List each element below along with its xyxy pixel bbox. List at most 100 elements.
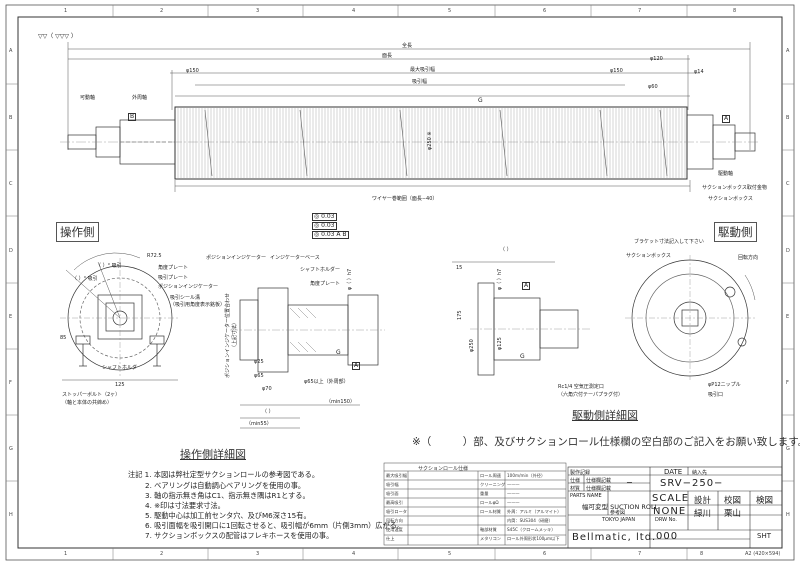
op-tip-plate: 角度プレート (158, 265, 189, 271)
note-line: 注記 1. 本図は弊社定型サクションロールの参考図である。 (128, 470, 320, 479)
tb-row-spec: 仕様 (570, 478, 581, 484)
tb-design-label: 設計 (694, 496, 712, 506)
note-line: 3. 軸の指示無き角はC1、指示無き隅はR1とする。 (145, 491, 310, 500)
spec-cell: 仕上 (386, 536, 395, 541)
tolerance-2: ◎ 0.03 (312, 222, 337, 230)
spec-cell: 最大吸引幅 (386, 473, 407, 478)
spec-cell: クリーニング (480, 482, 506, 487)
op-datum-g: G (336, 349, 341, 356)
col-label: 7 (638, 8, 642, 14)
spec-cell: 吸引ロータ (386, 509, 407, 514)
op-shaft-holder-2: シャフトホルダー (300, 267, 341, 273)
datum-b: B (128, 113, 137, 121)
label-outer-tube: 外周軸 (132, 95, 148, 101)
tb-dash: − (626, 478, 633, 487)
spec-cell: 内筒：SUS304（研磨） (507, 518, 553, 523)
label-drive-shaft: 駆動軸 (718, 171, 734, 177)
drv-pressure-port: 吸引口 (708, 392, 724, 398)
dim-roll-dia: φ250 ※ (427, 131, 433, 150)
col-label: 2 (160, 8, 164, 14)
tolerance-3: ◎ 0.03 A B (312, 231, 349, 239)
datum-g: G (478, 97, 483, 104)
drive-side-detail-title: 駆動側詳細図 (572, 409, 638, 422)
op-angle-plate-2: 角度プレート (310, 281, 341, 287)
dim-wire-range: ワイヤー巻範囲（面長−40） (372, 196, 438, 202)
spec-cell: 外周：アルミ（アルマイト） (507, 509, 562, 514)
dim-suction-width: 吸引幅 (412, 79, 428, 85)
dim-dia-150-left: φ150 (186, 68, 199, 74)
note-line: 5. 駆動中心は加工前センタ穴、及びM6深さ15有。 (145, 511, 311, 520)
inner-frame (17, 16, 783, 549)
col-label: 3 (256, 8, 260, 14)
spec-cell: 吸引面 (386, 491, 399, 496)
drv-rotation-dir: 回転方向 (738, 255, 759, 261)
op-angle-b: （ ）° 吸引 (72, 276, 98, 282)
note-line: 6. 吸引面幅を吸引開口に1回転させると、吸引幅が6mm（片側3mm）広がる。 (145, 521, 405, 530)
op-datum-a: A (352, 362, 361, 370)
op-indicator-plate: 吸引プレート (158, 275, 189, 281)
tb-dwg-no-label: DRW No. (655, 517, 677, 523)
tb-parts-name: 幅可変型 SUCTION ROLL (582, 503, 659, 511)
tb-check-val: 栗山 (724, 509, 742, 519)
sheet-size: A2 (420×594) (745, 551, 781, 557)
row-label: D (9, 248, 13, 254)
op-r725: R72.5 (147, 253, 162, 259)
op-min-150: （min150） (326, 399, 355, 405)
drv-dia-125: φ125 (497, 337, 503, 350)
col-label: 6 (543, 551, 547, 557)
row-label: D (786, 248, 790, 254)
request-note: ※（ ）部、及びサクションロール仕様欄の空白部のご記入をお願い致します。 (412, 436, 800, 448)
spec-cell: 回転方向 (386, 518, 403, 523)
col-label: 4 (352, 8, 356, 14)
op-dim-125: 125 (115, 382, 125, 388)
dim-dia-120: φ120 (650, 56, 663, 62)
spec-cell: 吸引幅 (386, 482, 399, 487)
tb-sheet-label: SHT (757, 532, 771, 540)
op-dia-shaft: φ（ ）h7 (347, 268, 353, 290)
drv-dia-250: φ250 (469, 339, 475, 352)
col-label: 1 (64, 551, 68, 557)
drive-side-label: 駆動側 (714, 222, 757, 242)
op-arc-note: （吸引用角度表示銘板） (170, 302, 226, 308)
row-label: C (786, 181, 790, 187)
spec-table-title: サクションロール仕様 (418, 466, 469, 472)
op-arc-scale: 吸引シール溝 (170, 295, 201, 301)
drv-paren: （ ） (500, 247, 512, 253)
col-label: 3 (256, 551, 260, 557)
op-side-note-a: ポジションインジケーター位置合わせ (225, 292, 231, 378)
dim-dia-150-right: φ150 (610, 68, 623, 74)
spec-cell: S45C（クロームメッキ） (507, 527, 556, 532)
row-label: A (9, 48, 13, 54)
op-pos-indicator-2: ポジションインジケーター (206, 255, 267, 261)
tb-parts-name-label: PARTS NAME (570, 493, 602, 499)
op-dia-25: φ25 (254, 359, 264, 365)
tb-row-mat-val: 仕様欄記載 (586, 486, 612, 492)
spec-table-grid (383, 462, 567, 546)
tb-city: TOKYO JAPAN (602, 517, 636, 523)
col-label: 1 (64, 8, 68, 14)
op-paren: （ ） (262, 409, 274, 415)
op-stopper-bolt: ストッパーボルト（2ヶ） (62, 392, 121, 398)
tb-date-label: DATE (664, 468, 683, 476)
datum-a: A (722, 115, 731, 123)
tb-customer-label: 納入先 (692, 470, 708, 476)
drv-rc-port: Rc1/4 空気圧測定口 (558, 384, 604, 390)
drv-rc-note: （六角穴付テーパプラグ付） (558, 392, 623, 398)
drv-dia-shaft: φ（ ）h7 (497, 268, 503, 290)
tb-check-label: 校図 (724, 496, 742, 506)
drv-suction-box: サクションボックス (626, 253, 671, 259)
tb-change-record: 製作記録 (570, 470, 591, 476)
spec-cell: ——— (507, 482, 520, 487)
row-label: B (9, 115, 13, 121)
spec-cell: 最高吸引 (386, 500, 403, 505)
op-position-indicator: ポジションインジケーター (158, 284, 219, 290)
outer-frame (5, 4, 795, 561)
row-label: A (786, 48, 790, 54)
spec-cell: 使用温度 (386, 527, 403, 532)
roll-grooves (177, 108, 686, 178)
op-side-note-b: （上記寸法） (232, 319, 238, 350)
tb-row-spec-val: 仕様欄記載 (586, 478, 612, 484)
op-min-55: （min55） (246, 421, 272, 427)
drv-dim-15: 15 (456, 265, 463, 271)
